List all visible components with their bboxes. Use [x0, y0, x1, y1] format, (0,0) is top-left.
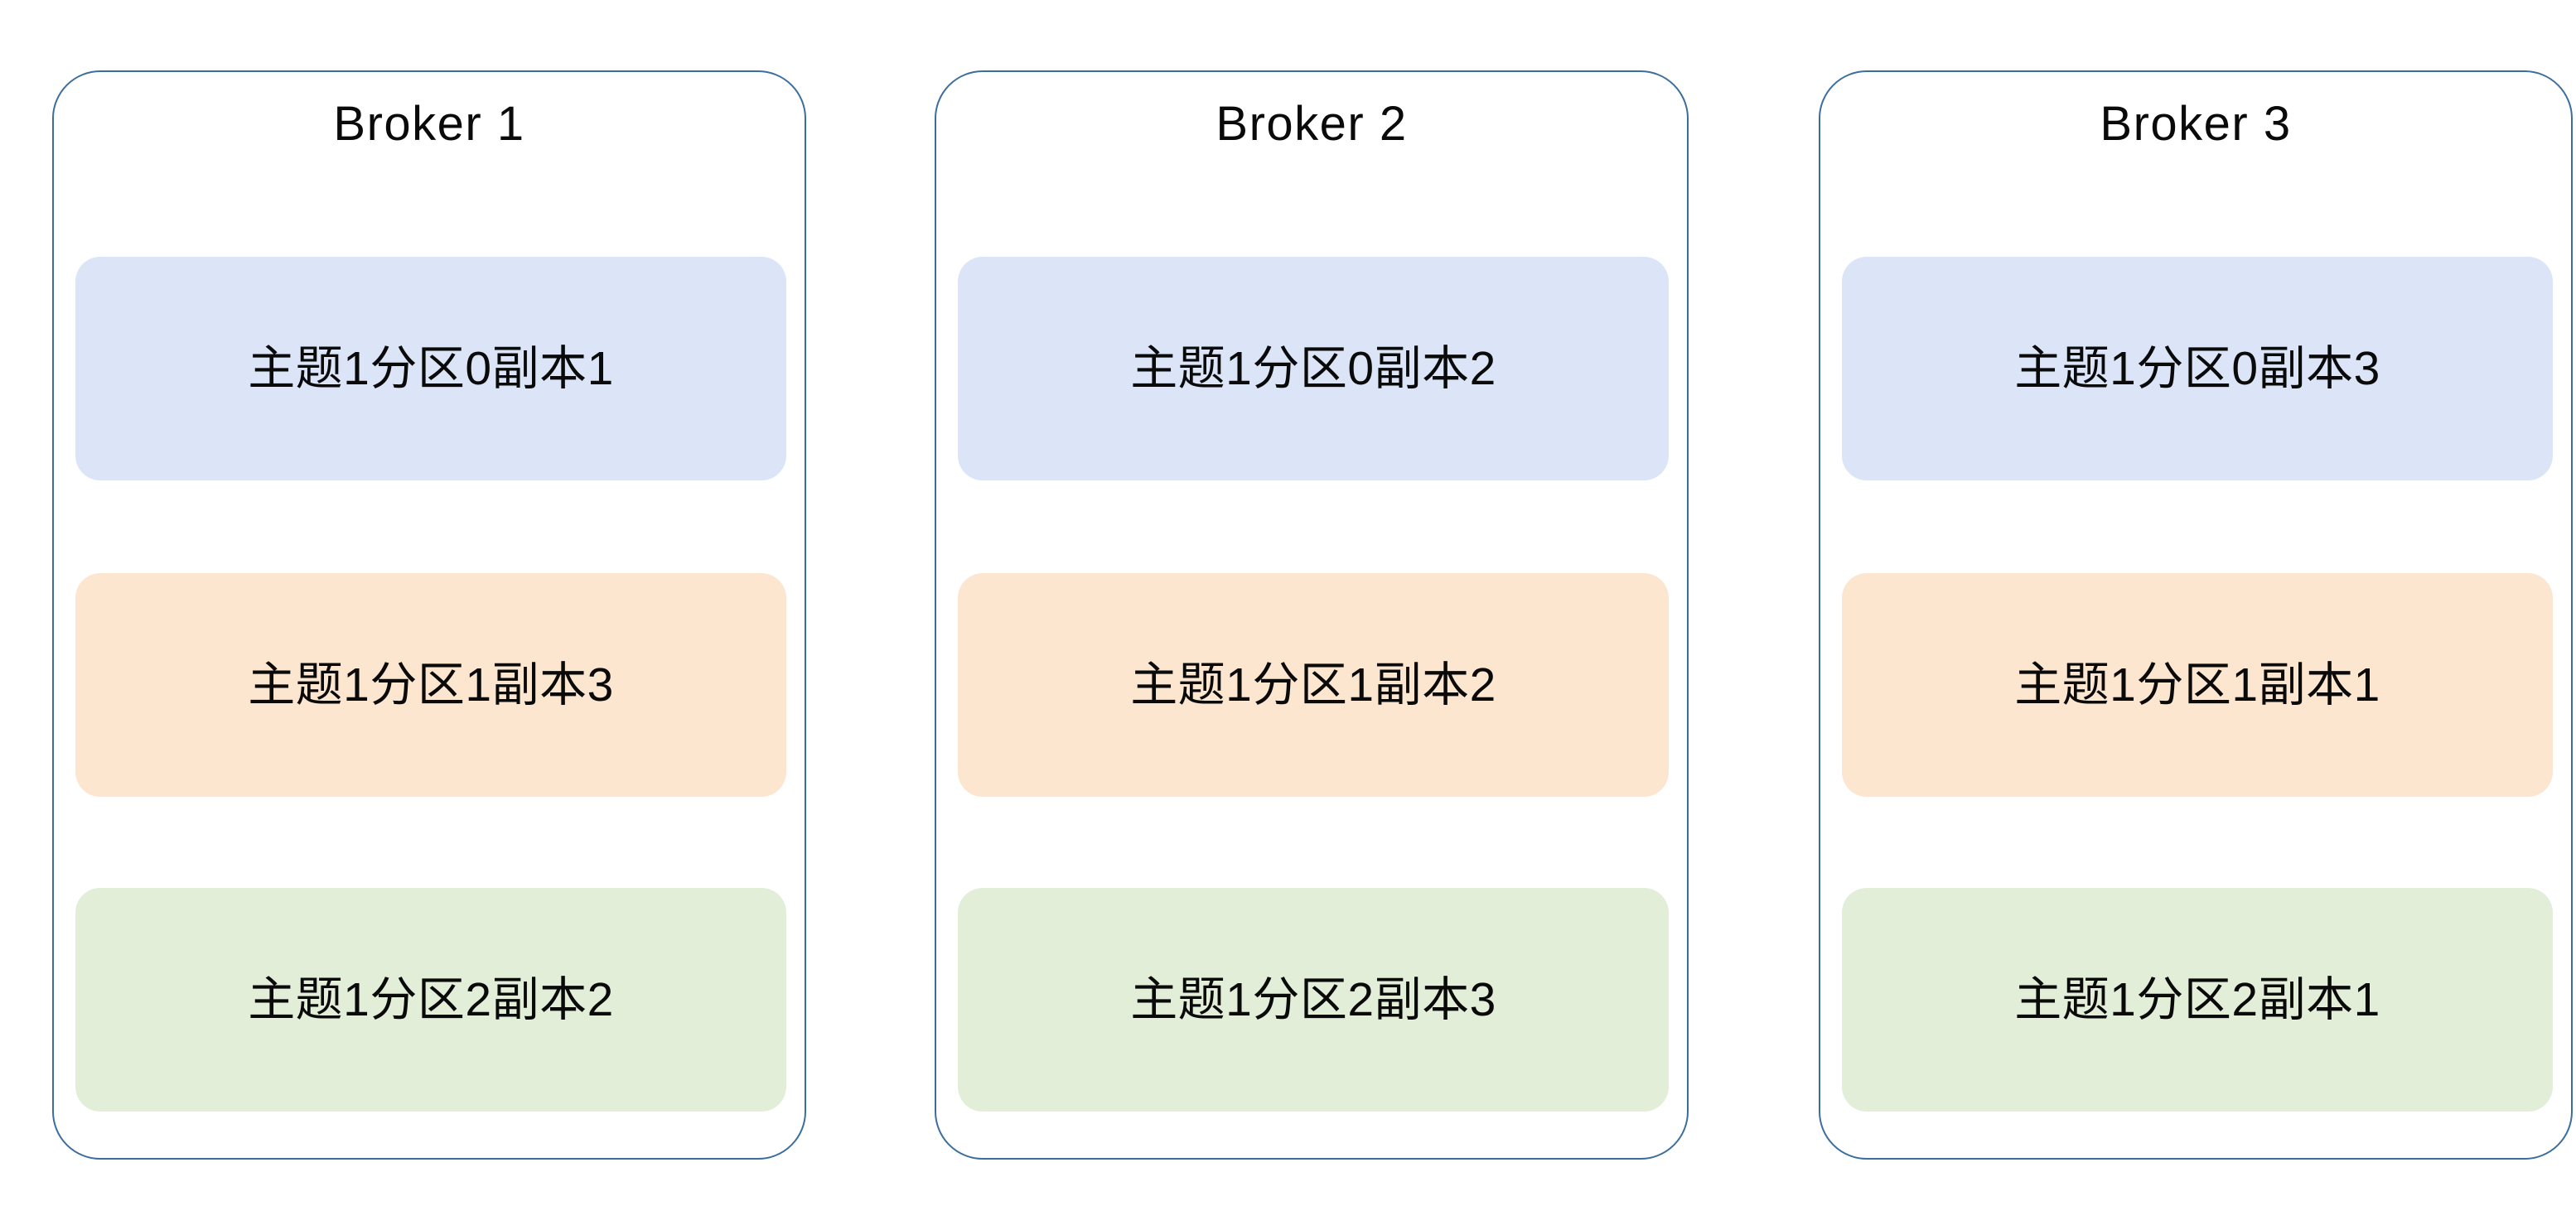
replica-box-broker2-partition2[interactable]: 主题1分区2副本3: [958, 888, 1669, 1112]
replica-box-broker2-partition0[interactable]: 主题1分区0副本2: [958, 257, 1669, 480]
replica-label-broker1-partition2: 主题1分区2副本2: [248, 973, 614, 1026]
replica-box-broker3-partition2[interactable]: 主题1分区2副本1: [1842, 888, 2553, 1112]
replica-label-broker1-partition1: 主题1分区1副本3: [248, 658, 614, 711]
replica-box-broker1-partition2[interactable]: 主题1分区2副本2: [75, 888, 786, 1112]
broker-card-2[interactable]: Broker 2 主题1分区0副本2 主题1分区1副本2 主题1分区2副本3: [935, 70, 1689, 1160]
replica-label-broker3-partition0: 主题1分区0副本3: [2014, 342, 2380, 395]
replica-box-broker3-partition0[interactable]: 主题1分区0副本3: [1842, 257, 2553, 480]
replica-box-broker1-partition0[interactable]: 主题1分区0副本1: [75, 257, 786, 480]
broker-card-1[interactable]: Broker 1 主题1分区0副本1 主题1分区1副本3 主题1分区2副本2: [52, 70, 806, 1160]
broker-title-1: Broker 1: [333, 97, 525, 151]
broker-title-3: Broker 3: [2100, 97, 2292, 151]
broker-title-2: Broker 2: [1216, 97, 1408, 151]
replica-label-broker2-partition0: 主题1分区0副本2: [1130, 342, 1496, 395]
replica-label-broker1-partition0: 主题1分区0副本1: [248, 342, 614, 395]
broker-card-3[interactable]: Broker 3 主题1分区0副本3 主题1分区1副本1 主题1分区2副本1: [1819, 70, 2573, 1160]
replica-label-broker3-partition2: 主题1分区2副本1: [2014, 973, 2380, 1026]
replica-label-broker2-partition1: 主题1分区1副本2: [1130, 658, 1496, 711]
replica-label-broker2-partition2: 主题1分区2副本3: [1130, 973, 1496, 1026]
replica-box-broker3-partition1[interactable]: 主题1分区1副本1: [1842, 573, 2553, 797]
replica-box-broker1-partition1[interactable]: 主题1分区1副本3: [75, 573, 786, 797]
replica-box-broker2-partition1[interactable]: 主题1分区1副本2: [958, 573, 1669, 797]
replica-label-broker3-partition1: 主题1分区1副本1: [2014, 658, 2380, 711]
